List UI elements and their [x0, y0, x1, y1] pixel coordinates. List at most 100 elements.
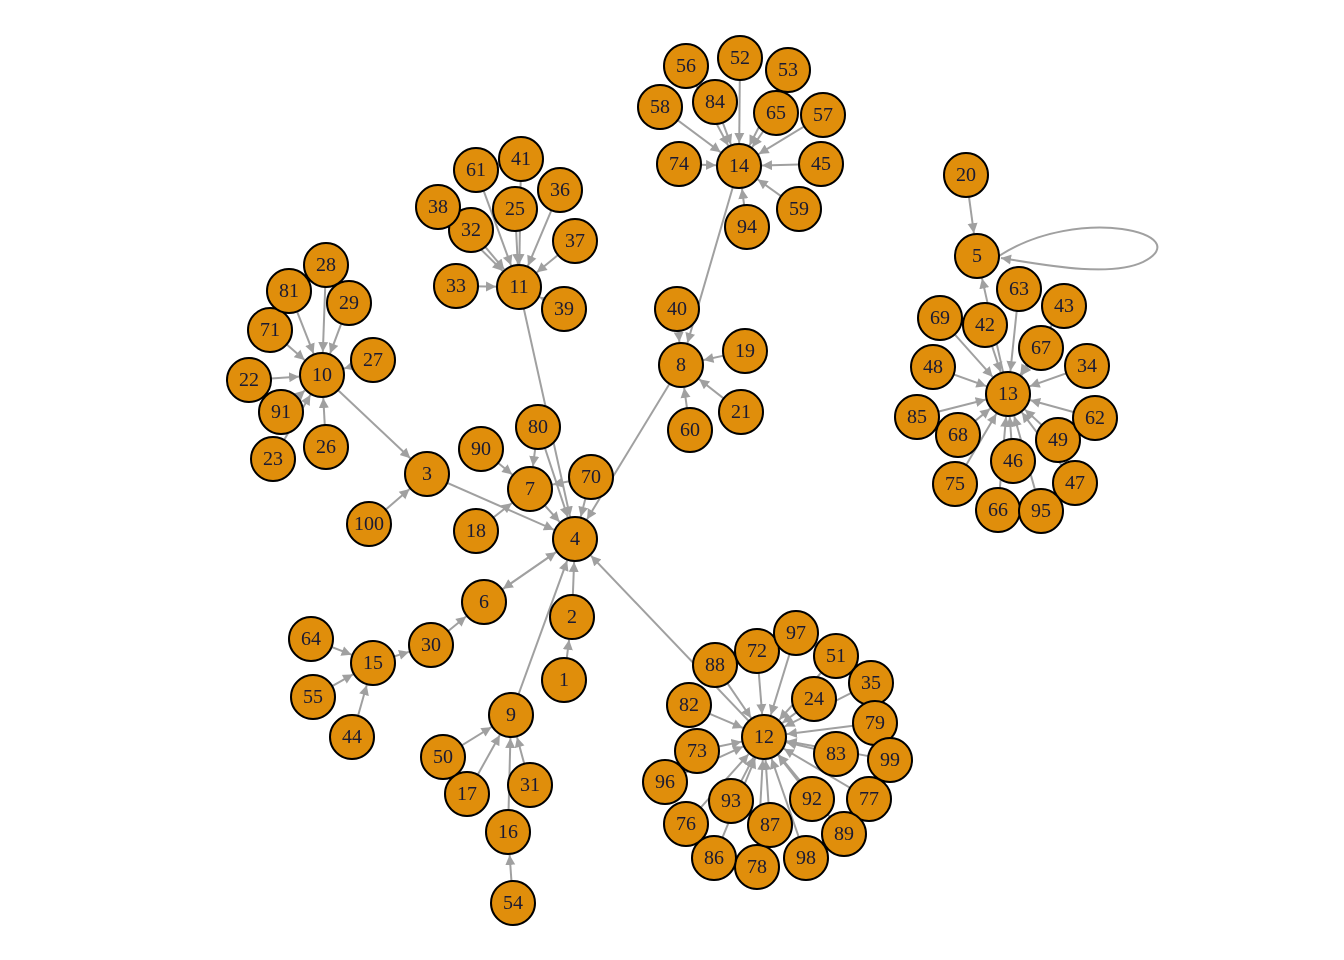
node-59: 59 — [776, 186, 822, 232]
node-36: 36 — [537, 167, 583, 213]
node-1: 1 — [541, 657, 587, 703]
edge-37-11 — [536, 254, 559, 274]
edge-40-8 — [673, 330, 684, 343]
node-100: 100 — [346, 501, 392, 547]
node-7: 7 — [507, 466, 553, 512]
node-label-91: 91 — [271, 401, 291, 423]
node-52: 52 — [717, 35, 763, 81]
node-label-85: 85 — [907, 406, 927, 428]
node-27: 27 — [350, 337, 396, 383]
node-label-77: 77 — [859, 788, 879, 810]
node-circle-75 — [932, 461, 978, 507]
node-circle-90 — [458, 426, 504, 472]
node-label-45: 45 — [811, 153, 831, 175]
node-circle-18 — [453, 508, 499, 554]
node-75: 75 — [932, 461, 978, 507]
node-label-47: 47 — [1065, 472, 1085, 494]
node-label-74: 74 — [669, 153, 689, 175]
node-label-13: 13 — [998, 383, 1018, 405]
node-label-78: 78 — [747, 856, 767, 878]
node-label-17: 17 — [457, 783, 477, 805]
node-circle-34 — [1064, 343, 1110, 389]
node-18: 18 — [453, 508, 499, 554]
edge-63-13 — [1006, 310, 1018, 372]
edge-100-3 — [385, 488, 411, 511]
node-circle-39 — [541, 286, 587, 332]
node-circle-91 — [258, 389, 304, 435]
node-93: 93 — [708, 778, 754, 824]
node-58: 58 — [637, 84, 683, 130]
node-21: 21 — [718, 389, 764, 435]
node-circle-33 — [433, 263, 479, 309]
node-43: 43 — [1041, 283, 1087, 329]
edge-91-10 — [294, 389, 306, 401]
node-label-59: 59 — [789, 198, 809, 220]
node-label-41: 41 — [511, 148, 531, 170]
node-circle-32 — [448, 207, 494, 253]
node-label-99: 99 — [880, 749, 900, 771]
node-circle-84 — [692, 79, 738, 125]
node-label-36: 36 — [550, 179, 570, 201]
node-circle-30 — [408, 622, 454, 668]
edge-61-11 — [482, 190, 513, 266]
node-circle-67 — [1018, 325, 1064, 371]
edge-19-8 — [703, 353, 724, 363]
node-label-75: 75 — [945, 473, 965, 495]
node-73: 73 — [674, 728, 720, 774]
node-circle-93 — [708, 778, 754, 824]
node-label-19: 19 — [735, 340, 755, 362]
node-25: 25 — [492, 186, 538, 232]
node-circle-37 — [552, 218, 598, 264]
node-circle-65 — [753, 90, 799, 136]
node-circle-55 — [290, 674, 336, 720]
node-24: 24 — [791, 676, 837, 722]
node-label-54: 54 — [503, 892, 523, 914]
edge-73-12 — [718, 738, 742, 749]
node-circle-21 — [718, 389, 764, 435]
node-label-29: 29 — [339, 292, 359, 314]
node-label-8: 8 — [676, 354, 686, 376]
node-circle-49 — [1035, 417, 1081, 463]
node-circle-98 — [783, 835, 829, 881]
node-circle-50 — [420, 734, 466, 780]
node-99: 99 — [867, 737, 913, 783]
node-circle-7 — [507, 466, 553, 512]
node-label-18: 18 — [466, 520, 486, 542]
edge-1-2 — [562, 639, 573, 659]
edge-55-15 — [331, 673, 354, 688]
node-85: 85 — [894, 394, 940, 440]
node-circle-99 — [867, 737, 913, 783]
node-30: 30 — [408, 622, 454, 668]
node-94: 94 — [724, 204, 770, 250]
node-68: 68 — [935, 412, 981, 458]
node-label-38: 38 — [428, 196, 448, 218]
node-label-35: 35 — [861, 672, 881, 694]
node-67: 67 — [1018, 325, 1064, 371]
node-77: 77 — [846, 776, 892, 822]
node-circle-48 — [910, 344, 956, 390]
node-14: 14 — [716, 143, 762, 189]
node-circle-64 — [288, 616, 334, 662]
node-label-11: 11 — [509, 276, 528, 298]
node-label-23: 23 — [263, 448, 283, 470]
node-98: 98 — [783, 835, 829, 881]
node-circle-9 — [488, 692, 534, 738]
node-circle-58 — [637, 84, 683, 130]
node-label-89: 89 — [834, 823, 854, 845]
node-circle-1 — [541, 657, 587, 703]
edge-69-13 — [953, 333, 994, 378]
node-29: 29 — [326, 280, 372, 326]
edge-10-3 — [337, 389, 411, 459]
edge-18-7 — [492, 502, 513, 519]
node-6: 6 — [461, 579, 507, 625]
node-76: 76 — [663, 801, 709, 847]
node-5: 5 — [954, 233, 1000, 279]
node-34: 34 — [1064, 343, 1110, 389]
node-circle-17 — [444, 771, 490, 817]
node-circle-43 — [1041, 283, 1087, 329]
node-47: 47 — [1052, 460, 1098, 506]
node-circle-20 — [943, 152, 989, 198]
node-label-73: 73 — [687, 740, 707, 762]
edge-97-12 — [768, 653, 791, 716]
node-label-61: 61 — [466, 159, 486, 181]
